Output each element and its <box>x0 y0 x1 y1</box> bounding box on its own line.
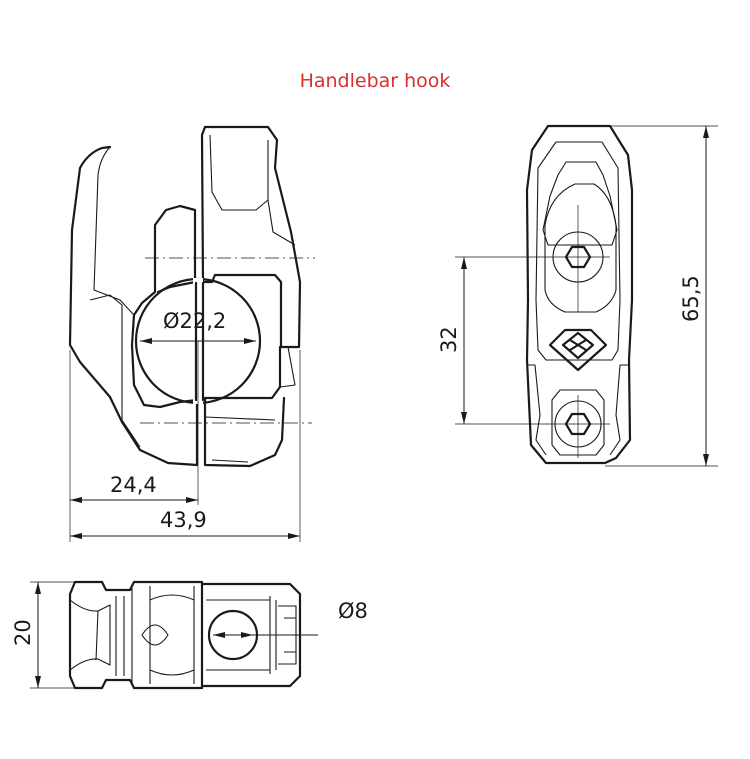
clamp-diameter-label: Ø22,2 <box>163 309 226 333</box>
front-view: Ø22,2 24,4 43,9 <box>68 125 315 542</box>
overall-width-label: 43,9 <box>160 508 207 532</box>
top-outline <box>68 580 302 690</box>
hook-inner-edge <box>93 146 135 316</box>
hole-spacing-label: 32 <box>437 326 461 353</box>
hook-inner-edge-2 <box>89 294 141 448</box>
body-inner-outline <box>200 125 283 349</box>
top-right-section <box>206 596 277 674</box>
side-lower-section <box>527 364 630 456</box>
top-hook-lobe <box>69 599 111 671</box>
side-inner-outline <box>535 141 621 361</box>
overall-height-label: 65,5 <box>679 275 703 322</box>
top-hook-detail <box>95 588 133 684</box>
top-middle-lens <box>141 624 169 646</box>
top-view: Ø8 20 <box>11 580 368 690</box>
side-lower-pocket <box>551 389 605 456</box>
body-outline <box>203 125 302 468</box>
diamond-logo-icon <box>548 328 608 372</box>
side-outline <box>525 124 634 465</box>
body-lower-detail <box>204 346 296 463</box>
side-slot <box>544 183 617 313</box>
bolt-diameter-label: Ø8 <box>338 599 368 623</box>
thickness-label: 20 <box>11 619 35 646</box>
drawing-title: Handlebar hook <box>299 70 451 92</box>
hook-outline <box>68 145 199 467</box>
top-middle-section <box>149 586 195 684</box>
hook-width-label: 24,4 <box>110 473 157 497</box>
body-ridge <box>209 134 296 246</box>
top-end-cap <box>278 605 297 665</box>
side-view: 32 65,5 <box>437 124 718 467</box>
side-upper-pocket <box>542 161 618 246</box>
